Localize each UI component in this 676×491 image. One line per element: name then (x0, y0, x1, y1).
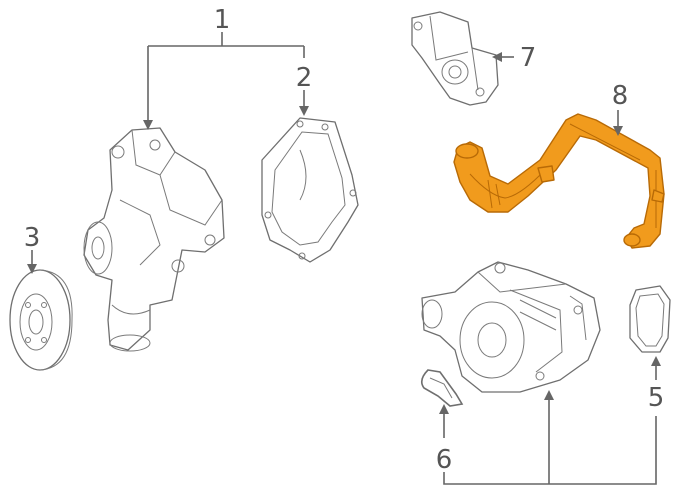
callout-6: 6 (436, 445, 453, 475)
part-3-pulley[interactable] (9, 269, 73, 371)
callout-8: 8 (612, 81, 629, 111)
callout-labels: 1 2 3 5 6 7 8 (24, 5, 665, 475)
leader-lines (27, 32, 661, 485)
part-1-water-pump-housing[interactable] (83, 127, 225, 352)
part-4-pump-assembly[interactable] (421, 261, 601, 393)
part-7-thermostat-housing[interactable] (411, 11, 499, 106)
part-6-clip[interactable] (420, 369, 464, 407)
callout-1: 1 (214, 5, 231, 35)
part-2-gasket[interactable] (261, 117, 359, 263)
part-8-coolant-pipe[interactable] (453, 113, 665, 249)
callout-2: 2 (296, 63, 313, 93)
part-5-seal-ring[interactable] (629, 285, 671, 353)
callout-7: 7 (520, 43, 537, 73)
callout-5: 5 (648, 383, 665, 413)
callout-3: 3 (24, 223, 41, 253)
